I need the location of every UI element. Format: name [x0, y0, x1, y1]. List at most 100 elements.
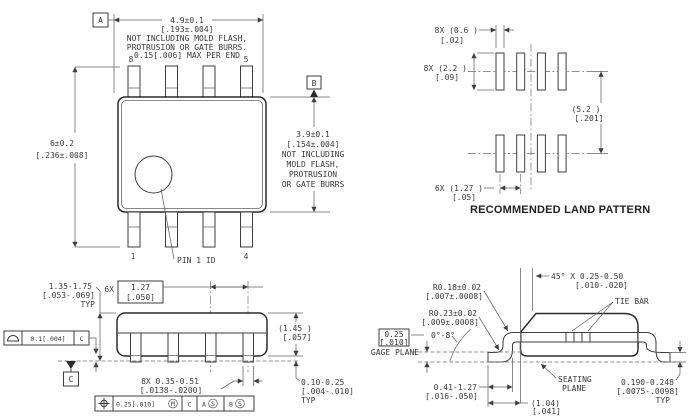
total-height-mm: (1.45 ): [278, 324, 312, 333]
dim-width-inch: [.193±.004]: [161, 25, 214, 34]
foot-length-inch: [.016-.050]: [425, 392, 478, 401]
modifier-circle-m: [168, 398, 178, 409]
lead: [130, 332, 142, 363]
modifier-circle-s: [235, 398, 245, 409]
pin: [240, 211, 253, 248]
gage-inch: [.010]: [380, 338, 409, 347]
dim-width-mm: 4.9±0.1: [170, 16, 204, 25]
pad: [495, 134, 505, 173]
radius-bottom-inch: [.009±.0008]: [421, 318, 479, 327]
top-pins: [127, 65, 253, 99]
package-body-inner: [121, 100, 263, 209]
flatness-fcf: 0.1[.004] C: [3, 330, 99, 372]
pin-1-label: 1: [131, 252, 136, 261]
dim-width-note1: NOT INCLUDING MOLD FLASH,: [127, 34, 247, 43]
seating-plane-label-2: PLANE: [562, 384, 586, 393]
lead-width-inch: [.0138-.0200]: [140, 386, 203, 395]
dim-body-note4: OR GATE BURRS: [282, 180, 345, 189]
lead-angle-label: 0°-8°: [431, 331, 455, 340]
foot-length-mm: 0.41-1.27: [434, 383, 478, 392]
row-span-mm: (5.2 ): [572, 105, 601, 114]
pad-height-inch: [.09]: [435, 73, 459, 82]
land-pattern-title: RECOMMENDED LAND PATTERN: [470, 204, 650, 216]
lead: [242, 332, 254, 363]
dim-body-note2: MOLD FLASH,: [287, 160, 340, 169]
pitch-qty: 6X: [104, 285, 114, 294]
tie-bar-label: TIE BAR: [615, 297, 649, 306]
lead-thickness-inch: [.0075-.0098]: [616, 387, 679, 396]
lead: [205, 332, 217, 363]
row-span-inch: [.201]: [575, 114, 604, 123]
pin: [165, 211, 178, 248]
gage-dim-box: [378, 328, 410, 347]
seating-plane-label-1: SEATING: [558, 375, 592, 384]
body-height-inch: [.053-.069]: [42, 291, 95, 300]
pin: [127, 211, 141, 248]
chamfer-mm: 45° X 0.25-0.50: [551, 272, 623, 281]
dim-height-mm: 6±0.2: [50, 139, 74, 148]
seating-plane-symbol: [6, 335, 20, 342]
radius-top-inch: [.007±.0008]: [425, 292, 483, 301]
tie-bar-mark: [581, 332, 591, 343]
datum-b-box: [306, 75, 322, 90]
pad: [557, 134, 567, 173]
package-body-side: [116, 312, 268, 357]
datum-c-triangle: [66, 361, 76, 369]
fcf-frame: [94, 395, 255, 412]
body-height-mm: 1.35-1.75: [49, 282, 93, 291]
lead-thickness-mm: 0.190-0.248: [621, 378, 674, 387]
position-datum2: A: [202, 401, 206, 409]
pad-height-qty: 8X (2.2 ): [424, 64, 467, 73]
standoff-typ: TYP: [301, 396, 316, 405]
standoff-inch: [.004-.010]: [301, 387, 354, 396]
body-height-typ: TYP: [81, 300, 96, 309]
pad: [536, 52, 546, 91]
pad-width-inch: [.02]: [440, 36, 464, 45]
top-view: A 4.9±0.1 [.193±.004] NOT INCLUDING MOLD…: [36, 12, 345, 265]
position-datum3: B: [229, 401, 233, 409]
pad: [536, 134, 546, 173]
lead-width-mm: 8X 0.35-0.51: [141, 377, 199, 386]
datum-c-label: C: [69, 375, 74, 384]
lead-profile-right: [637, 332, 671, 363]
side-leads: [130, 332, 254, 363]
dim-body-inch: [.154±.004]: [287, 140, 340, 149]
pad: [557, 52, 567, 91]
datum-b-triangle: [310, 89, 318, 97]
position-modifier: M: [171, 400, 175, 408]
radius-top-mm: R0.18±0.02: [433, 283, 481, 292]
side-view: 1.35-1.75 [.053-.069] TYP 6X 1.27 [.050]: [3, 280, 354, 412]
chamfer-inch: [.010-.020]: [575, 281, 628, 290]
pin: [165, 65, 178, 99]
standoff-mm: 0.10-0.25: [301, 378, 345, 387]
total-height-inch: [.057]: [283, 333, 312, 342]
pin: [240, 65, 253, 99]
basic-dim-box: [117, 280, 164, 304]
package-body: [117, 96, 267, 213]
datum-a-label: A: [98, 16, 103, 25]
package-body-section: [519, 312, 639, 357]
lead-projection-mm: (1.04): [531, 399, 560, 408]
lead-thickness-typ: TYP: [656, 396, 671, 405]
modifier-circle-s: [208, 398, 218, 409]
pad: [516, 134, 526, 173]
tie-bar-mark: [565, 332, 575, 343]
pin1-id-text: PIN 1 ID: [177, 256, 216, 265]
pitch-mm: 1.27: [131, 283, 150, 292]
lead-detail-view: 45° X 0.25-0.50 [.010-.020] TIE BAR R0.1…: [371, 268, 686, 416]
dim-width-note3: 0.15[.006] MAX PER END: [134, 51, 240, 60]
land-pattern-view: 8X (0.6 ) [.02] 8X (2.2 ) [.09] (5.2 ) […: [424, 25, 650, 216]
position-fcf: 0.25[.010] M C A S B S: [94, 395, 255, 412]
pin: [202, 65, 216, 99]
datum-c-box: [63, 371, 79, 387]
dim-width-note2: PROTRUSION OR GATE BURRS.: [127, 43, 247, 52]
land-pads: [495, 52, 567, 173]
flatness-datum: C: [80, 335, 84, 343]
pad: [516, 52, 526, 91]
gage-mm: 0.25: [384, 330, 403, 339]
dim-body-note1: NOT INCLUDING: [282, 150, 345, 159]
pin: [127, 65, 141, 99]
pin-4-label: 4: [244, 252, 249, 261]
